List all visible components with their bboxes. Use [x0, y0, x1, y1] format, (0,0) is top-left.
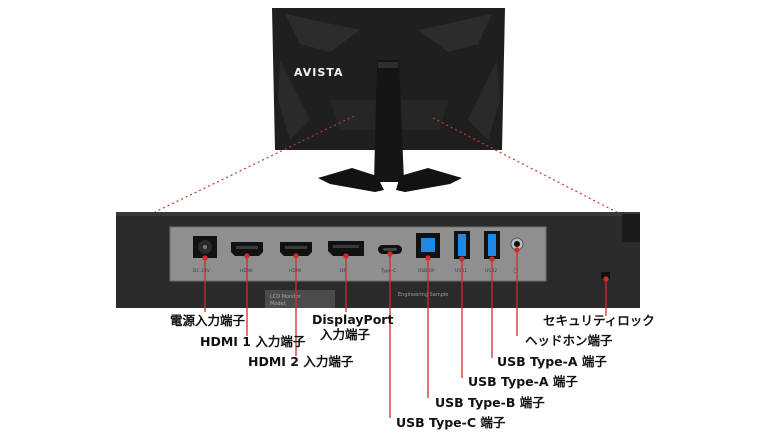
marking-audio: ◯	[513, 268, 518, 274]
port-panel-closeup: LCD Monitor Model: Engineering Sample	[116, 212, 640, 308]
label-hdmi2-input: HDMI 2 入力端子	[248, 354, 354, 369]
label-power-input: 電源入力端子	[170, 313, 246, 328]
label-hdmi1-input: HDMI 1 入力端子	[200, 334, 306, 349]
displayport-port	[328, 241, 364, 256]
label-displayport-line1: DisplayPort	[312, 312, 394, 327]
marking-usb1: USB1	[455, 268, 467, 274]
label-usb-c: USB Type-C 端子	[396, 415, 506, 430]
label-usb-a-2: USB Type-A 端子	[497, 354, 607, 369]
label-displayport-line2: 入力端子	[320, 327, 371, 342]
sticker-text: Engineering Sample	[398, 292, 448, 298]
leader-lines	[202, 247, 609, 418]
marking-hdmi1: HDMI	[240, 268, 252, 274]
label-headphone: ヘッドホン端子	[525, 333, 613, 348]
security-lock-slot	[601, 272, 610, 279]
label-security-lock: セキュリティロック	[543, 313, 655, 328]
panel-label-line2: Model:	[270, 301, 287, 307]
panel-label-line1: LCD Monitor	[270, 294, 302, 300]
zoom-guide-right	[432, 117, 641, 225]
monitor-back: AVISTA	[272, 8, 505, 192]
marking-usbup: USB UP	[418, 268, 435, 274]
marking-hdmi2: HDMI	[289, 268, 301, 274]
label-usb-b: USB Type-B 端子	[435, 395, 545, 410]
port-markings: DC 24V HDMI HDMI DP Type-C USB UP USB1 U…	[193, 268, 518, 274]
zoom-guide-left	[154, 115, 355, 213]
marking-dp: DP	[340, 268, 346, 274]
label-usb-a-1: USB Type-A 端子	[468, 374, 578, 389]
marking-typec: Type-C	[380, 268, 396, 274]
marking-dc: DC 24V	[193, 268, 211, 274]
brand-logo: AVISTA	[294, 66, 343, 79]
marking-usb2: USB2	[485, 268, 497, 274]
